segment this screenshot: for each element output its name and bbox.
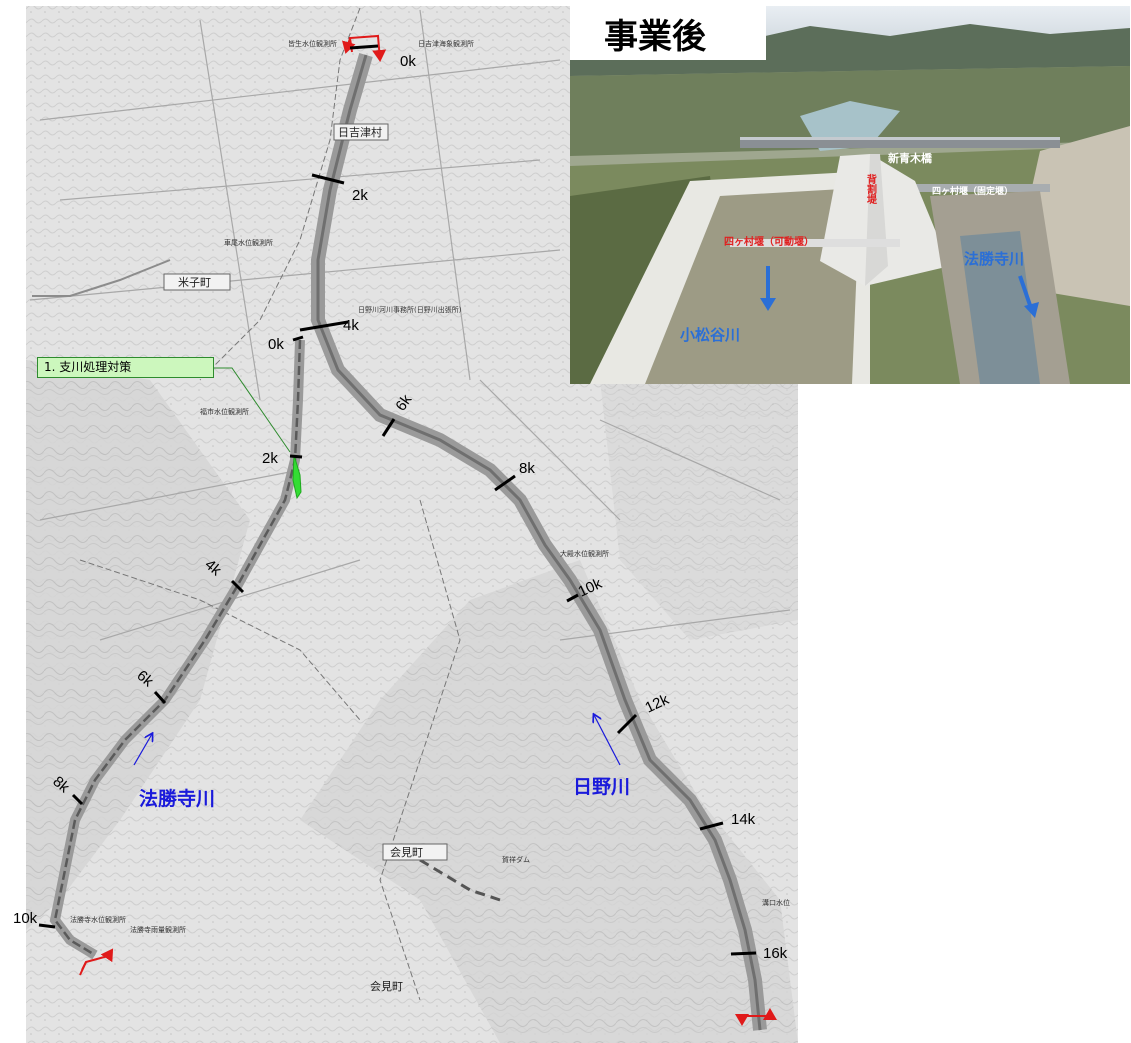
gauge-kawaguchi-label: 溝口水位 bbox=[762, 898, 790, 907]
hoshoji-km-10: 10k bbox=[13, 910, 38, 927]
hino-km-16: 16k bbox=[763, 945, 788, 962]
place-yonago: 米子町 bbox=[178, 276, 211, 289]
callout-leader bbox=[214, 367, 291, 453]
tributary bbox=[419, 858, 501, 902]
tributary-highlight bbox=[292, 454, 302, 500]
gauge-hoshoji-rain-label: 法勝寺雨量観測所 bbox=[130, 925, 186, 934]
place-hiezu: 日吉津村 bbox=[338, 125, 382, 139]
hoshoji-river-label: 法勝寺川 bbox=[139, 787, 215, 810]
place-aimi: 会見町 bbox=[390, 846, 423, 859]
photo-title: 事業後 bbox=[604, 17, 707, 57]
gauge-kaike-label: 皆生水位観測所 bbox=[288, 39, 337, 48]
gauge-hiezu-label: 日吉津海象観測所 bbox=[418, 39, 474, 48]
gauge-fukuichi-label: 福市水位観測所 bbox=[200, 407, 249, 416]
hoshoji-river bbox=[49, 339, 305, 960]
hino-km-ticks bbox=[299, 44, 757, 956]
gauge-oshinozu-label: 大殿水位観測所 bbox=[560, 549, 609, 558]
place-aimi-2: 会見町 bbox=[370, 980, 403, 993]
hino-river bbox=[311, 53, 767, 1031]
office-label: 日野川河川事務所(日野川出張所) bbox=[358, 305, 462, 314]
bridge-label: 新青木橋 bbox=[888, 151, 933, 165]
hino-river-label: 日野川 bbox=[573, 776, 630, 798]
hoshoji-km-2: 2k bbox=[262, 450, 278, 467]
hino-river-pointer bbox=[594, 715, 621, 766]
photo-river-right-label: 法勝寺川 bbox=[964, 250, 1024, 268]
hino-km-8: 8k bbox=[519, 460, 535, 477]
place-labels: 日吉津村 米子町 会見町 会見町 日野川河川事務所(日野川出張所) 日吉津海象観… bbox=[70, 39, 790, 993]
photo-river-left-label: 小松谷川 bbox=[680, 326, 740, 344]
gauge-kurumao-label: 車尾水位観測所 bbox=[224, 238, 273, 247]
gauge-hoshoji-label: 法勝寺水位観測所 bbox=[70, 915, 126, 924]
levee-label: 背割堤 bbox=[865, 173, 877, 205]
hino-km-2: 2k bbox=[352, 187, 368, 204]
weir-movable-label: 四ヶ村堰（可動堰） bbox=[724, 235, 814, 248]
hino-km-4: 4k bbox=[343, 317, 359, 334]
dam-label: 賀祥ダム bbox=[502, 855, 530, 864]
weir-fixed-label: 四ヶ村堰（固定堰） bbox=[932, 185, 1013, 197]
hino-km-14: 14k bbox=[731, 811, 756, 828]
after-project-photo: 事業後 新青木橋 四ヶ村堰（固定堰） 四ヶ村堰（可動堰） 背割堤 小松谷川 法勝… bbox=[570, 6, 1130, 384]
boundary-arrows bbox=[79, 34, 777, 1026]
hino-km-0: 0k bbox=[400, 53, 416, 70]
hoshoji-km-0: 0k bbox=[268, 336, 284, 353]
hoshoji-river-pointer bbox=[133, 734, 152, 766]
hoshoji-km-ticks bbox=[38, 335, 304, 929]
tributary-callout: 1. 支川処理対策 bbox=[37, 357, 214, 378]
